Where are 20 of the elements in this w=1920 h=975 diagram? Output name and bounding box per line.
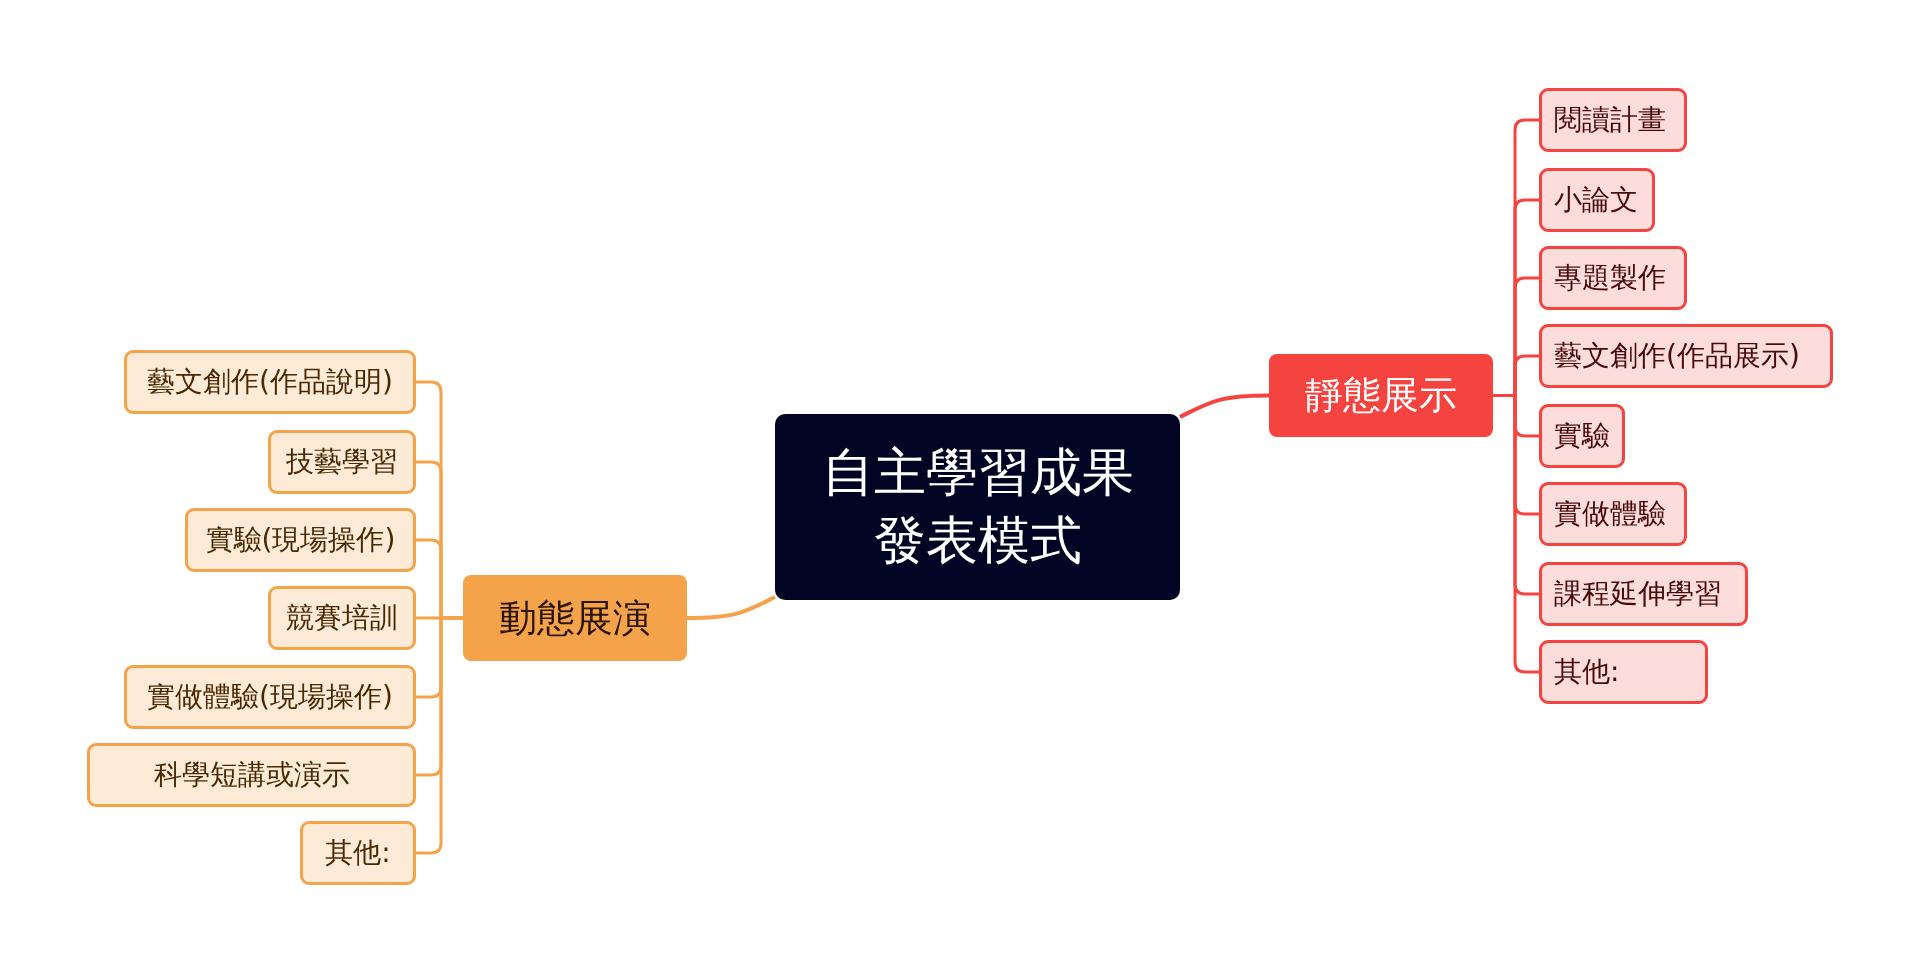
main-topic-box: 動態展演 [463,575,687,661]
subtopic-box: 實做體驗(現場操作) [124,665,416,729]
subtopic-box: 課程延伸學習 [1539,562,1748,626]
subtopic-box: 小論文 [1539,168,1655,232]
subtopic-box: 藝文創作(作品展示) [1539,324,1833,388]
subtopic-box: 藝文創作(作品說明) [124,350,416,414]
subtopic-box: 其他: [300,821,416,885]
subtopic-box: 其他: [1539,640,1708,704]
subtopic-box: 實驗(現場操作) [185,508,416,572]
central-topic-box: 自主學習成果發表模式 [775,414,1180,600]
main-topic-box: 靜態展示 [1269,354,1493,437]
connector-line [686,595,776,620]
subtopic-box: 科學短講或演示 [87,743,416,807]
subtopic-box: 閱讀計畫 [1539,88,1687,152]
subtopic-box: 實驗 [1539,404,1625,468]
subtopic-box: 競賽培訓 [268,586,416,650]
subtopic-box: 實做體驗 [1539,482,1687,546]
subtopic-box: 專題製作 [1539,246,1687,310]
connector-line [1179,393,1270,419]
subtopic-box: 技藝學習 [268,430,416,494]
